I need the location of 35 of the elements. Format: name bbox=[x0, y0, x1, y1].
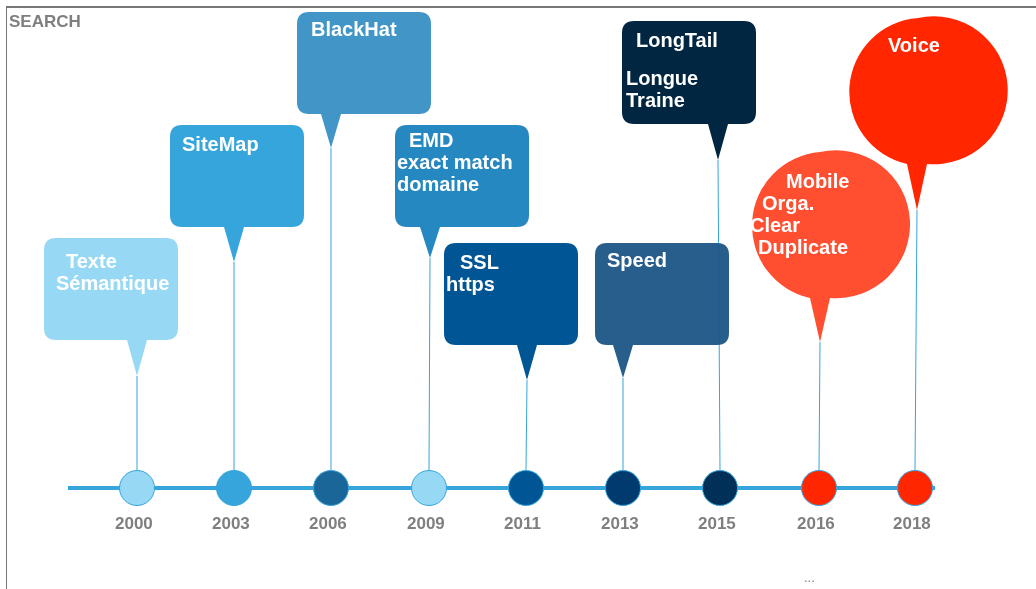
speech-bubble bbox=[170, 125, 304, 262]
callout-text: Speed bbox=[607, 249, 668, 271]
year-label: 2009 bbox=[407, 514, 445, 534]
speech-bubble bbox=[622, 21, 756, 160]
speech-bubble bbox=[44, 238, 178, 376]
year-label: 2018 bbox=[893, 514, 931, 534]
year-label: 2015 bbox=[698, 514, 736, 534]
leader-line bbox=[914, 209, 918, 471]
leader-line bbox=[330, 147, 332, 471]
callout-text: EMD bbox=[409, 129, 454, 151]
title: SEARCH bbox=[9, 12, 81, 32]
year-label: 2016 bbox=[797, 514, 835, 534]
callout-text: Longue Traine bbox=[626, 67, 700, 111]
year-label: 2013 bbox=[601, 514, 639, 534]
leader-line bbox=[428, 257, 431, 471]
speech-bubble bbox=[444, 243, 578, 380]
callout-text: LongTail bbox=[636, 29, 718, 51]
year-label: 2003 bbox=[212, 514, 250, 534]
callout-text: Texte bbox=[66, 250, 117, 272]
year-label: 2000 bbox=[115, 514, 153, 534]
leader-line bbox=[622, 377, 624, 471]
callout-text: SiteMap bbox=[182, 133, 259, 155]
callout-text: SSL bbox=[460, 251, 499, 273]
callout-text: https bbox=[446, 273, 495, 295]
leader-line bbox=[525, 379, 528, 471]
callout-text: BlackHat bbox=[311, 18, 397, 40]
callout-text: exact match domaine bbox=[397, 151, 514, 195]
year-label: 2011 bbox=[504, 514, 541, 534]
leader-line bbox=[233, 261, 235, 471]
speech-bubble bbox=[595, 243, 729, 378]
callout-text: Sémantique bbox=[56, 272, 170, 294]
leader-line bbox=[818, 341, 821, 471]
year-label: 2006 bbox=[309, 514, 347, 534]
leader-line bbox=[136, 375, 138, 471]
ellipsis-note: ... bbox=[804, 570, 815, 585]
